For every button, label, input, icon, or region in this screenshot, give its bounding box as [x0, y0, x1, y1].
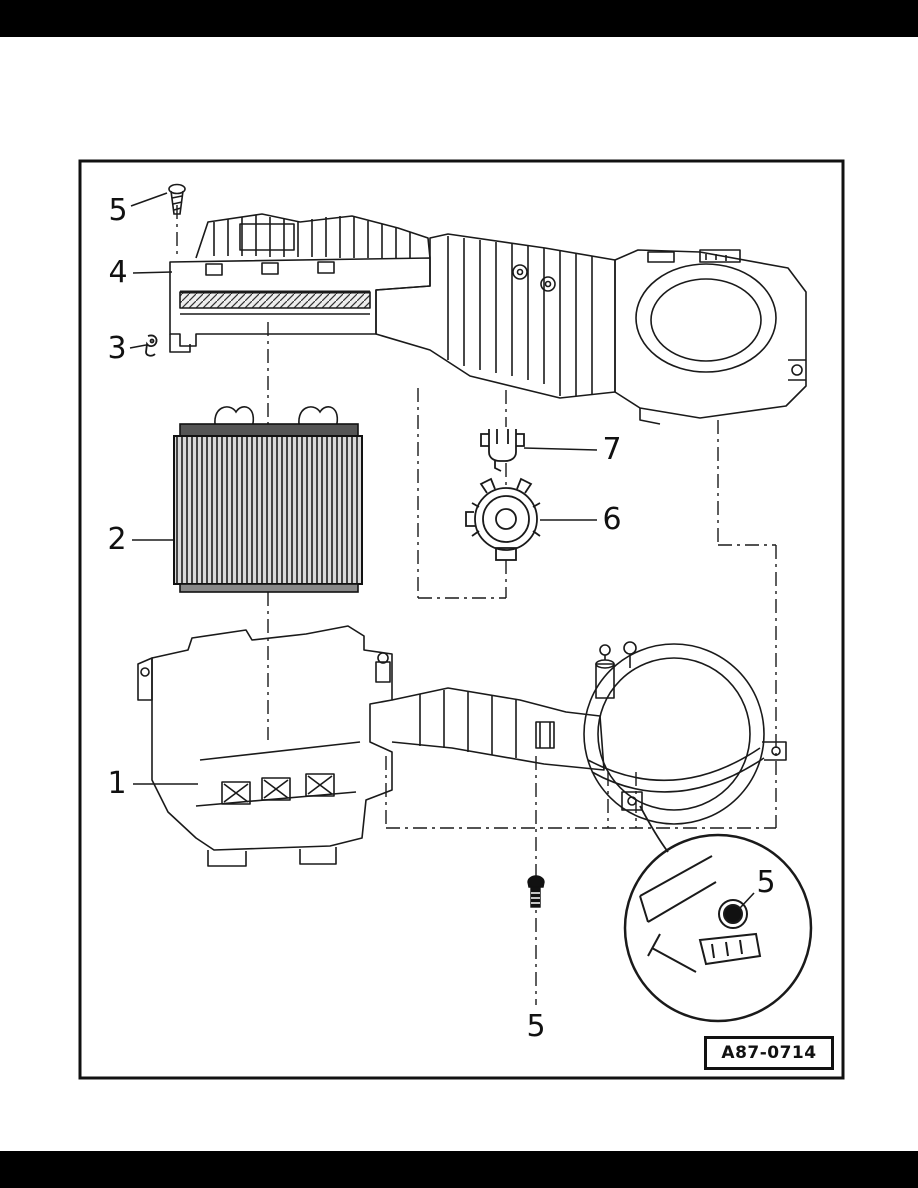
screw-top-drawing [168, 183, 186, 215]
callout-5-detail: 5 [756, 865, 776, 900]
figure-reference-label: A87-0714 [721, 1043, 817, 1063]
clip3-drawing [145, 334, 158, 357]
callout-1: 1 [107, 766, 127, 801]
callout-6: 6 [602, 502, 622, 537]
top-black-bar [0, 0, 918, 37]
screw-bottom-drawing [527, 875, 545, 908]
callout-2: 2 [107, 522, 127, 557]
callout-5-top: 5 [108, 193, 128, 228]
upper-housing-drawing [169, 213, 807, 425]
callout-3: 3 [107, 331, 127, 366]
bracket-clip-drawing [480, 429, 525, 472]
leader-lines [129, 192, 755, 909]
callout-4: 4 [108, 255, 128, 290]
bottom-black-bar [0, 1151, 918, 1188]
evaporator-core-drawing [173, 406, 363, 593]
callout-7: 7 [602, 432, 622, 467]
lower-housing-drawing [137, 625, 787, 867]
detail-circle-drawing [623, 805, 813, 1023]
figure-reference-box: A87-0714 [704, 1036, 834, 1070]
sensor-drawing [465, 477, 541, 561]
callout-5-bottom: 5 [526, 1009, 546, 1044]
